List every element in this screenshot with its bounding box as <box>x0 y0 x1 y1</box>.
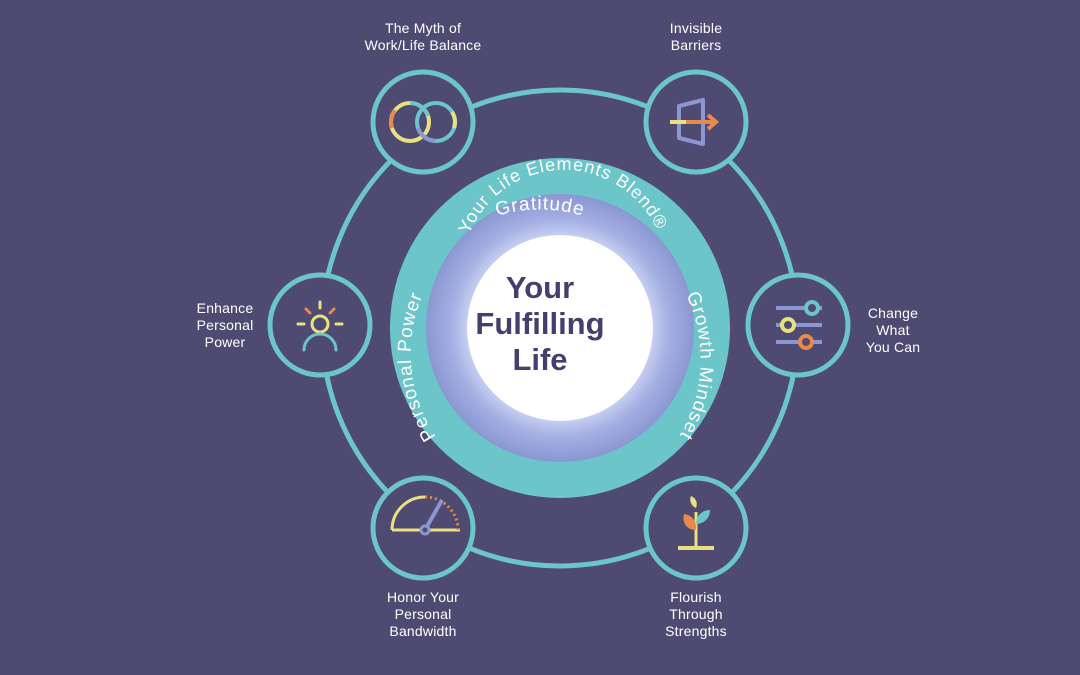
node-invisible-barriers[interactable] <box>643 69 749 175</box>
node-flourish-through-strengths[interactable] <box>643 475 749 581</box>
interlocking-rings-icon <box>388 101 457 143</box>
node-work-life-balance[interactable] <box>370 69 476 175</box>
gauge-icon <box>390 495 460 536</box>
center-title-line-2: Fulfilling <box>475 306 605 341</box>
label-flourish-through-strengths: Flourish Through Strengths <box>665 589 727 639</box>
radiant-person-icon <box>296 300 344 352</box>
door-arrow-icon <box>670 98 720 146</box>
label-honor-your-bandwidth: Honor Your Personal Bandwidth <box>386 589 460 639</box>
sprout-icon <box>678 496 714 550</box>
center-title-line-1: Your <box>505 270 575 305</box>
label-change-what-you-can: Change What You Can <box>865 305 921 355</box>
center-core <box>467 235 653 421</box>
center-title-line-3: Life <box>512 342 568 377</box>
label-work-life-balance: The Myth of Work/Life Balance <box>364 20 482 53</box>
node-enhance-personal-power[interactable] <box>267 272 373 378</box>
node-change-what-you-can[interactable] <box>745 272 851 378</box>
center-title: Your Fulfilling Life <box>440 270 640 378</box>
label-invisible-barriers: Invisible Barriers <box>669 20 723 53</box>
label-enhance-personal-power: Enhance Personal Power <box>196 300 254 350</box>
sliders-icon <box>776 300 822 350</box>
node-honor-your-bandwidth[interactable] <box>370 475 476 581</box>
